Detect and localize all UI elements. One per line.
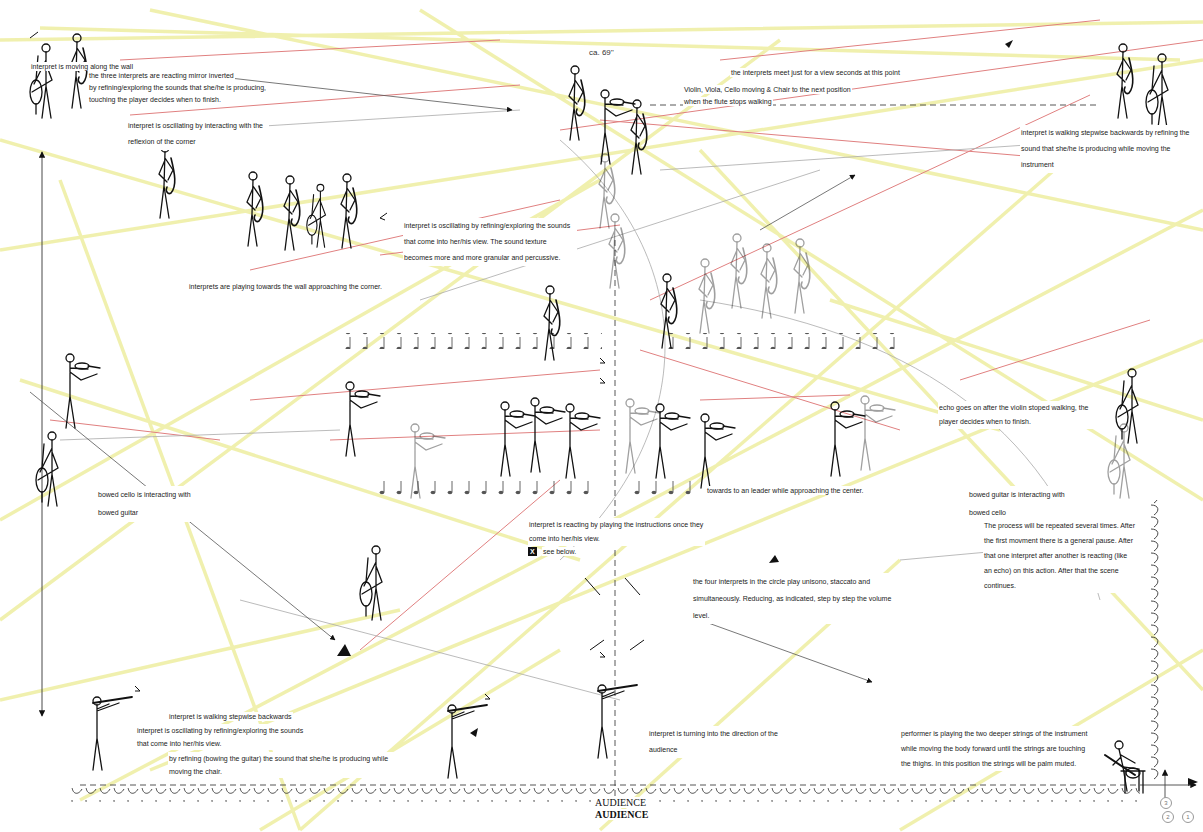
direction-triangle: [337, 40, 1198, 786]
performance-note: interpret is walking stepwise backwards …: [1020, 125, 1194, 173]
cello-figure: [1108, 424, 1130, 498]
page-number: 1: [1182, 811, 1194, 823]
performance-note: interpret is moving along the wall: [30, 62, 134, 71]
sax-figure: [731, 234, 747, 308]
violin-figure: [831, 402, 865, 476]
grey-guide-lines: [60, 110, 1120, 700]
performance-note: the four interprets in the circle play u…: [692, 573, 894, 624]
sax-figure: [159, 144, 175, 218]
vertical-axis: [1165, 770, 1166, 800]
performance-note: towards to an leader while approaching t…: [706, 486, 864, 495]
sax-figure: [609, 214, 625, 288]
wall-arrow: [42, 152, 43, 716]
bottom-axis-arrow: [1140, 785, 1196, 786]
performance-note: interpret is turning into the direction …: [648, 726, 790, 758]
performance-note: echo goes on after the violin stoped wal…: [938, 401, 1105, 429]
sax-figure: [247, 172, 263, 246]
cello-figure: [360, 546, 382, 620]
violin-figure: [531, 398, 565, 472]
sax-figure: [284, 176, 300, 250]
note-row: [370, 480, 600, 496]
performance-note: the three interprets are reacting mirror…: [88, 71, 235, 80]
note-row: [340, 333, 602, 349]
cello-figure: [307, 184, 326, 247]
page-number: 2: [1162, 811, 1174, 823]
flute-figure: [598, 685, 637, 758]
performance-note: interpret is oscillating by interacting …: [127, 118, 269, 150]
audience-label: AUDIENCE: [594, 797, 647, 808]
violin-figure: [66, 354, 100, 428]
sax-figure: [71, 34, 87, 108]
performance-note: The process will be repeated several tim…: [983, 518, 1137, 593]
zigzag-marks: [30, 32, 644, 699]
violin-figure: [626, 399, 660, 473]
performance-note: bowed cello is interacting with bowed gu…: [97, 486, 199, 522]
sax-figure: [569, 66, 585, 140]
violin-figure: [656, 404, 690, 478]
performance-note: bowed guitar is interacting with bowed c…: [968, 486, 1080, 522]
sax-figure: [661, 274, 677, 348]
sax-figure: [544, 286, 560, 360]
performance-note: by refining/exploring the sounds that sh…: [88, 83, 267, 92]
performance-note: Violin, Viola, Cello moving & Chair to t…: [683, 85, 852, 94]
violin-figure: [411, 424, 445, 498]
center-axis: [80, 105, 1140, 800]
sax-figure: [699, 259, 715, 333]
note-row: [625, 480, 695, 496]
performance-note: by refining (bowing the guitar) the soun…: [168, 752, 410, 778]
marker-box: X: [528, 547, 537, 556]
performance-note: interprets are playing towards the wall …: [188, 282, 383, 291]
path-arrow: [30, 392, 335, 640]
path-arrow: [700, 620, 872, 682]
performance-note: the interprets meet just for a view seco…: [730, 68, 901, 77]
note-row: [662, 333, 902, 349]
violin-figure: [346, 382, 380, 456]
guitar-figure: [1105, 741, 1145, 793]
violin-figure: [566, 404, 600, 478]
violin-figure: [501, 402, 535, 476]
violin-figure: [601, 90, 635, 164]
performer-figures: [30, 34, 1168, 793]
performance-note: interpret is oscillating by refining/exp…: [136, 724, 306, 750]
performance-note: performer is playing the two deeper stri…: [900, 726, 1090, 771]
path-arrow: [760, 175, 855, 230]
cello-figure: [1146, 54, 1168, 128]
red-trajectory: [50, 20, 1203, 650]
violin-figure: [861, 396, 895, 470]
sax-figure: [1117, 44, 1133, 118]
audience-label: AUDIENCE: [594, 809, 649, 820]
cello-figure: [30, 44, 52, 118]
performance-note: touching the player decides when to fini…: [88, 95, 222, 104]
performance-note: see below.: [542, 547, 577, 556]
pulse-line: [1146, 500, 1160, 780]
sax-figure: [631, 100, 647, 174]
page-number: 3: [1160, 797, 1172, 809]
sax-figure: [599, 154, 615, 228]
path-arrow: [230, 78, 512, 110]
violin-figure: [701, 414, 735, 488]
sax-figure: [761, 244, 777, 318]
sax-figure: [794, 239, 810, 313]
cello-figure: [1116, 369, 1138, 443]
cello-figure: [36, 432, 58, 506]
yellow-trajectory: [0, 10, 1203, 830]
flute-figure: [93, 697, 132, 770]
flute-figure: [448, 705, 487, 778]
faded-figures: [411, 154, 1130, 498]
performance-note: when the flute stops walking: [683, 97, 773, 106]
performance-note: interpret is oscillating by refining/exp…: [403, 218, 577, 266]
performance-note: interpret is reacting by playing the ins…: [528, 518, 705, 546]
performance-note: interpret is walking stepwise backwards: [168, 712, 293, 721]
timing-mark: ca. 69'': [588, 48, 615, 58]
sax-figure: [341, 174, 357, 248]
